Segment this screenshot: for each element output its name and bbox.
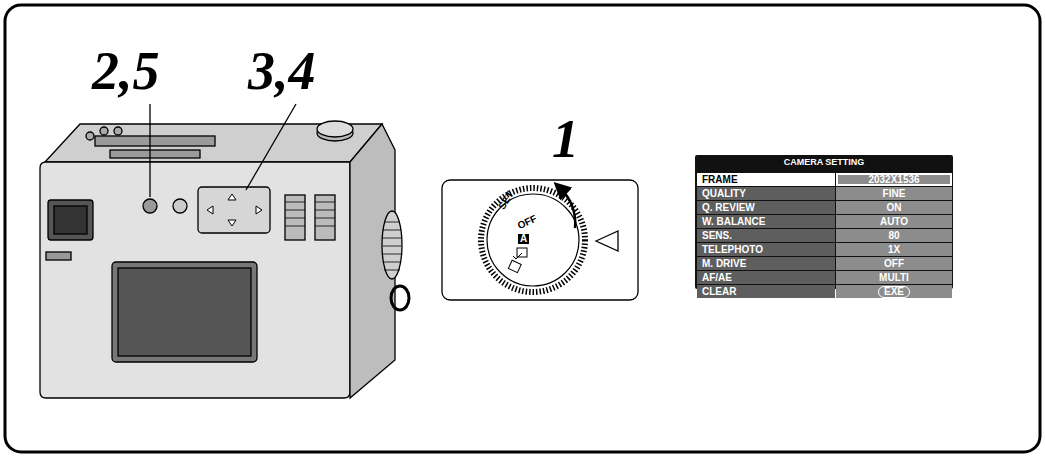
dial-knurl (481, 188, 585, 292)
menu-text: EXE (878, 286, 910, 298)
callout-number: 1 (552, 112, 579, 166)
menu-value: AUTO (836, 215, 952, 228)
dial-icons (508, 248, 527, 273)
menu-title: CAMERA SETTING (695, 157, 953, 167)
menu-value: ON (836, 201, 952, 214)
menu-value: 80 (836, 229, 952, 242)
menu-text: W. BALANCE (702, 216, 765, 227)
menu-value: FINE (836, 187, 952, 200)
menu-item: Q. REVIEW (697, 201, 835, 214)
camera-drawing (40, 121, 409, 398)
menu-text: MULTI (879, 272, 909, 283)
menu-value: 2032X1536 (836, 173, 952, 186)
menu-text: OFF (884, 258, 904, 269)
menu-item: AF/AE (697, 271, 835, 284)
menu-text: AUTO (880, 216, 908, 227)
menu-text: 80 (888, 230, 899, 241)
menu-text: 1X (888, 244, 900, 255)
index-mark (596, 231, 618, 251)
menu-panel: CAMERA SETTING FRAME 2032X1536QUALITY FINE Q… (695, 155, 953, 289)
menu-item: CLEAR (697, 285, 835, 298)
menu-item: QUALITY (697, 187, 835, 200)
menu-text: CLEAR (702, 286, 736, 297)
callout-number: 3,4 (248, 44, 316, 98)
inset-box (442, 180, 638, 300)
menu-value: EXE (836, 285, 952, 298)
menu-text: ON (887, 202, 902, 213)
rotation-arrow (560, 188, 575, 228)
menu-text: FINE (883, 188, 906, 199)
menu-text: TELEPHOTO (702, 244, 763, 255)
callout-number: 2,5 (92, 44, 160, 98)
dial-mark: A (518, 234, 529, 244)
menu-text: M. DRIVE (702, 258, 746, 269)
leader-line (246, 104, 296, 190)
menu-text: 2032X1536 (868, 174, 919, 185)
menu-value: MULTI (836, 271, 952, 284)
menu-item: W. BALANCE (697, 215, 835, 228)
leader-line (149, 104, 150, 197)
menu-item: M. DRIVE (697, 257, 835, 270)
menu-item: TELEPHOTO (697, 243, 835, 256)
menu-value: OFF (836, 257, 952, 270)
menu-item: SENS. (697, 229, 835, 242)
frame (5, 5, 1040, 452)
menu-text: FRAME (702, 174, 738, 185)
menu-text: AF/AE (702, 272, 732, 283)
menu-value: 1X (836, 243, 952, 256)
menu-item: FRAME (697, 173, 835, 186)
menu-text: QUALITY (702, 188, 746, 199)
menu-text: Q. REVIEW (702, 202, 755, 213)
menu-text: SENS. (702, 230, 732, 241)
